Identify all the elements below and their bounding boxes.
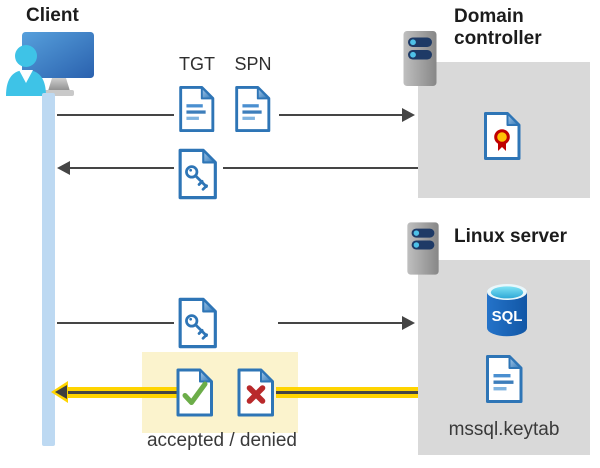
domain-controller-server-icon	[403, 31, 437, 86]
linux-server-title: Linux server	[454, 226, 567, 247]
spn-document-icon	[233, 85, 273, 133]
result-label: accepted / denied	[146, 430, 297, 451]
client-lifeline	[42, 93, 55, 446]
sql-database-icon: SQL	[487, 284, 527, 337]
client-workstation-icon	[6, 32, 94, 96]
flow2-line-right	[223, 167, 418, 169]
spn-label: SPN	[234, 54, 272, 74]
tgt-label: TGT	[179, 54, 215, 74]
flow4-line-right	[276, 387, 418, 398]
client-title: Client	[26, 5, 79, 26]
domain-controller-title: Domain controller	[454, 6, 542, 49]
tgt-document-icon	[177, 85, 217, 133]
flow1-line-left	[57, 114, 174, 116]
accepted-document-icon	[175, 367, 215, 418]
certificate-document-icon	[482, 111, 523, 161]
flow3-arrowhead-icon	[402, 316, 415, 330]
keytab-document-icon	[484, 354, 525, 404]
sql-badge-text: SQL	[492, 308, 523, 325]
flow3-line-right	[278, 322, 403, 324]
flow2-arrowhead-icon	[57, 161, 70, 175]
key-document-icon	[177, 296, 219, 350]
flow4-arrowhead-icon	[55, 385, 67, 399]
flow1-arrowhead-icon	[402, 108, 415, 122]
flow3-line-left	[57, 322, 174, 324]
flow2-line-left	[69, 167, 174, 169]
flow1-line-right	[279, 114, 403, 116]
key-document-icon	[177, 147, 219, 201]
flow4-line-left	[66, 387, 177, 398]
keytab-label: mssql.keytab	[448, 419, 560, 440]
linux-server-server-icon	[407, 222, 439, 275]
denied-document-icon	[236, 367, 276, 418]
